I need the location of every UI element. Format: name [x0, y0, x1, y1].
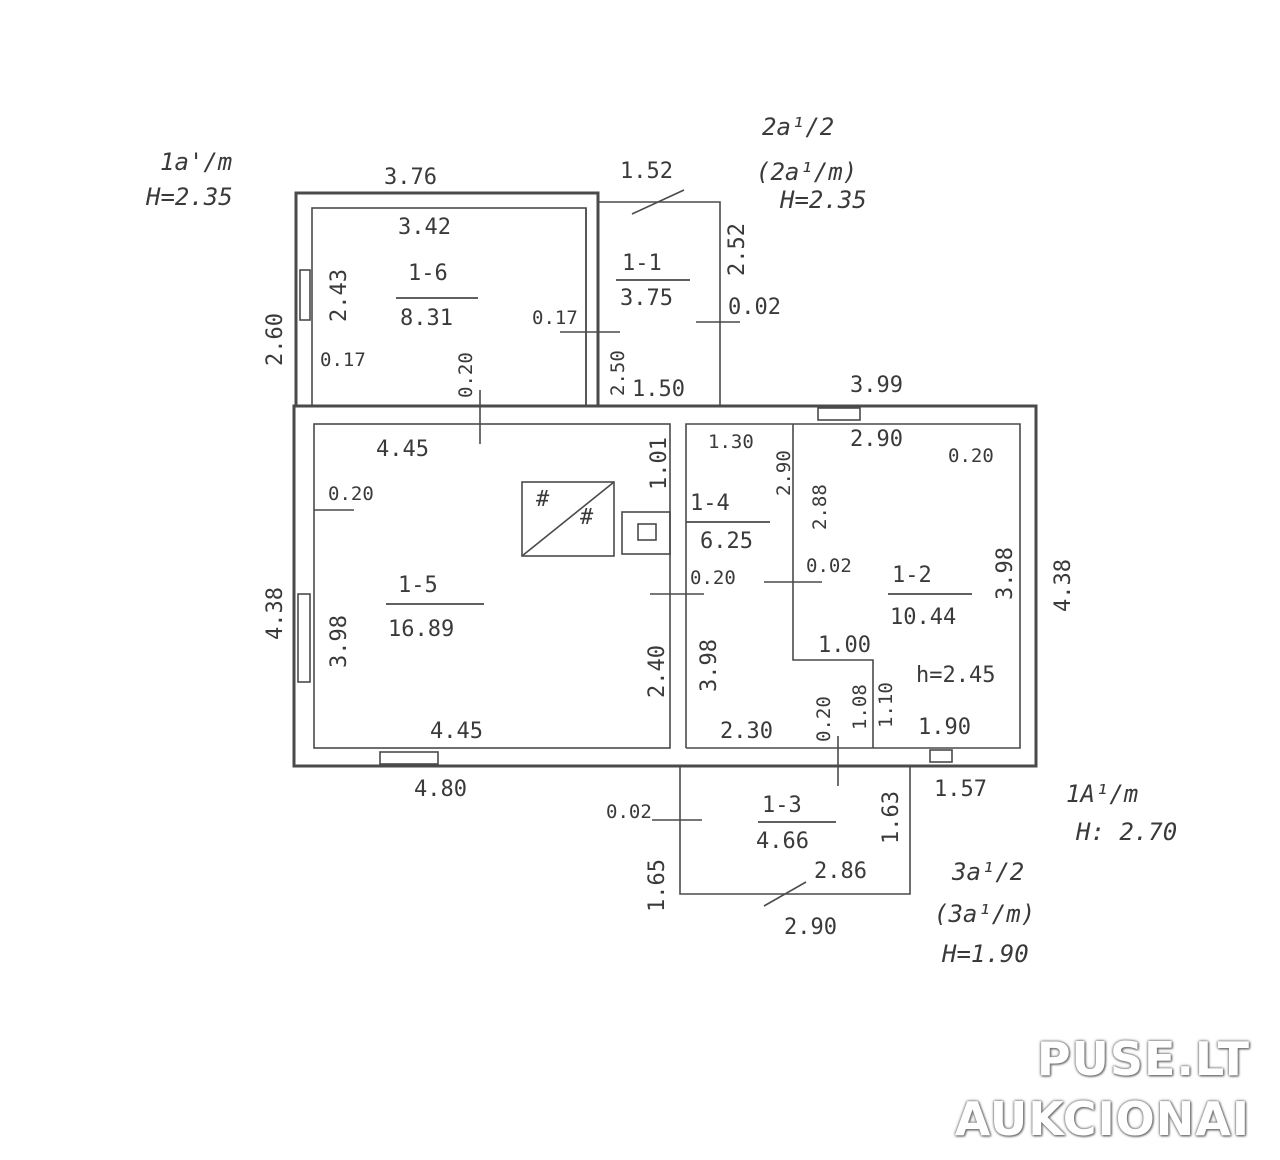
dim-0-20-topright: 0.20: [948, 445, 994, 467]
dim-2-50: 2.50: [607, 350, 629, 396]
dim-4-80: 4.80: [414, 777, 467, 802]
dim-3-98-mid: 3.98: [697, 639, 722, 692]
dim-0-02-mid: 0.02: [806, 555, 852, 577]
dim-1-65: 1.65: [645, 859, 670, 912]
floor-label-bottom-mid-1: 3a¹/2: [951, 858, 1024, 886]
dim-0-20-left: 0.20: [328, 483, 374, 505]
stove: [521, 481, 615, 557]
dim-0-17-left: 0.17: [320, 349, 366, 371]
dim-h-2-45: h=2.45: [916, 663, 995, 688]
wall-partition-1-4-1-2: [792, 424, 874, 748]
room-labels: 1-6 8.31 1-1 3.75 1-5 16.89 1-4 6.25 1-2…: [386, 251, 972, 854]
dim-2-90-bottom: 2.90: [784, 915, 837, 940]
dim-2-90-vertical: 2.90: [773, 450, 795, 496]
room-1-6-area: 8.31: [400, 306, 453, 331]
stove-mark-2: #: [580, 505, 594, 530]
floor-label-top-left-1: 1a'/m: [160, 148, 232, 176]
room-1-2-area: 10.44: [890, 605, 956, 630]
dim-1-08: 1.08: [849, 684, 871, 730]
room-1-1-id: 1-1: [622, 251, 662, 276]
dim-1-50: 1.50: [632, 377, 685, 402]
stove-diagonal: [521, 481, 615, 557]
room-1-3-id: 1-3: [762, 793, 802, 818]
dim-3-42: 3.42: [398, 215, 451, 240]
dim-1-63: 1.63: [879, 791, 904, 844]
dim-2-43: 2.43: [327, 269, 352, 322]
dim-2-30: 2.30: [720, 719, 773, 744]
door-1-1: [631, 189, 685, 215]
room-1-4-id: 1-4: [690, 491, 730, 516]
window-1-6-left: [299, 269, 311, 321]
floor-label-top-left-2: H=2.35: [145, 183, 233, 211]
dim-0-20-bottom: 0.20: [813, 696, 835, 742]
dim-0-20-door: 0.20: [690, 567, 736, 589]
dim-1-52: 1.52: [620, 159, 673, 184]
dim-0-17-right: 0.17: [532, 307, 578, 329]
room-1-6-id: 1-6: [408, 261, 448, 286]
wall-room-1-1: [598, 201, 721, 406]
dim-1-57: 1.57: [934, 777, 987, 802]
dim-2-40: 2.40: [645, 645, 670, 698]
window-1-5-left: [297, 593, 311, 683]
wall-main-outer: [292, 404, 1038, 768]
wall-room-1-3: [679, 766, 911, 895]
floor-label-top-right-2: (2a¹/m): [756, 158, 857, 186]
dim-1-01: 1.01: [647, 437, 672, 490]
chimney: [637, 523, 657, 541]
dimensions: 3.76 3.42 1.52 0.02 0.17 0.17 1.50 3.99 …: [320, 159, 995, 940]
room-1-3-area: 4.66: [756, 829, 809, 854]
dim-3-99: 3.99: [850, 373, 903, 398]
room-1-2-id: 1-2: [892, 563, 932, 588]
floor-label-bottom-mid-2: (3a¹/m): [934, 900, 1035, 928]
window-1-5-bottom: [379, 751, 439, 765]
room-1-5-area: 16.89: [388, 617, 454, 642]
room-1-1-area: 3.75: [620, 286, 673, 311]
window-1-2-top: [817, 407, 861, 421]
dim-4-45-bottom: 4.45: [430, 719, 483, 744]
floor-label-bottom-right-1: 1A¹/m: [1066, 780, 1138, 808]
room-1-5-id: 1-5: [398, 573, 438, 598]
watermark-line-1: PUSE.LT: [1036, 1032, 1250, 1086]
dim-1-90: 1.90: [918, 715, 971, 740]
dim-4-45-top: 4.45: [376, 437, 429, 462]
openings: [297, 189, 953, 907]
dim-2-88: 2.88: [809, 484, 831, 530]
dim-0-20-door-top: 0.20: [455, 352, 477, 398]
dim-1-30: 1.30: [708, 431, 754, 453]
dim-2-90-top: 2.90: [850, 427, 903, 452]
floor-label-bottom-mid-3: H=1.90: [941, 940, 1029, 968]
vertical-dimensions: 2.60 2.43 0.20 2.50 2.52 1.01 2.90 2.88 …: [263, 223, 1076, 912]
dim-4-38-left: 4.38: [263, 587, 288, 640]
dim-3-98-left: 3.98: [327, 615, 352, 668]
walls: [292, 191, 1038, 895]
dim-4-38-right: 4.38: [1051, 559, 1076, 612]
dim-0-02-top: 0.02: [728, 295, 781, 320]
dim-3-98-right: 3.98: [993, 547, 1018, 600]
floor-annotations: 1a'/m H=2.35 2a¹/2 (2a¹/m) H=2.35 1A¹/m …: [145, 113, 1177, 968]
window-1-2-bottom: [929, 749, 953, 763]
dim-1-10: 1.10: [875, 682, 897, 728]
stove-small: [621, 511, 671, 555]
dim-3-76: 3.76: [384, 165, 437, 190]
floor-label-top-right-3: H=2.35: [779, 186, 867, 214]
room-1-4-area: 6.25: [700, 529, 753, 554]
dim-2-60: 2.60: [263, 313, 288, 366]
dim-2-86: 2.86: [814, 859, 867, 884]
wall-right-block-inner: [685, 423, 1021, 749]
watermark-line-2: AUKCIONAI: [954, 1092, 1250, 1146]
door-1-3: [763, 881, 807, 907]
stove-mark-1: #: [536, 487, 550, 512]
dim-2-52: 2.52: [725, 223, 750, 276]
dim-1-00: 1.00: [818, 633, 871, 658]
wall-room-1-5-inner: [313, 423, 671, 749]
floor-label-top-right-1: 2a¹/2: [762, 113, 834, 141]
dim-0-02-annex: 0.02: [606, 801, 652, 823]
floor-label-bottom-right-2: H: 2.70: [1075, 818, 1177, 846]
